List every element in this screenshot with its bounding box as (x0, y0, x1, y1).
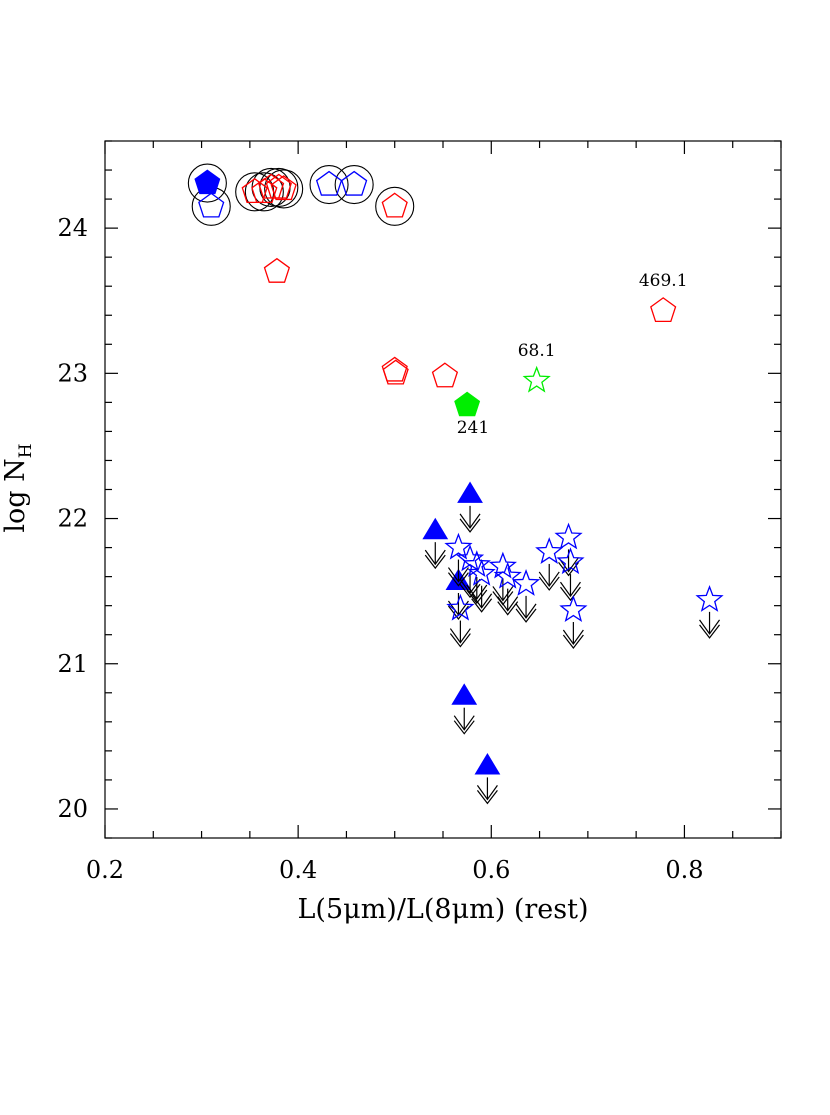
marker-group (194, 169, 724, 805)
pentagon-point (315, 170, 343, 196)
y-tick-label: 23 (57, 359, 88, 387)
highlight-circle (375, 186, 415, 226)
star-point (535, 537, 564, 564)
pentagon-point (198, 192, 225, 218)
star-point (522, 365, 551, 393)
upper-limit-arrowhead (699, 619, 721, 635)
star-point (554, 522, 583, 550)
upper-limit-arrowhead (559, 581, 581, 598)
x-tick-label: 0.2 (86, 856, 124, 884)
point-annotation: 469.1 (639, 271, 688, 291)
x-axis-title: L(5μm)/L(8μm) (rest) (298, 894, 589, 925)
star-point (462, 550, 491, 578)
y-tick-label: 21 (57, 650, 88, 678)
annotations: 469.1 68.1 241 (457, 271, 688, 438)
upper-limit-arrowhead (699, 624, 721, 639)
upper-limit-arrowhead (447, 567, 469, 583)
pentagon-point (381, 356, 408, 382)
pentagon-point (270, 175, 297, 201)
upper-limit-arrowhead (538, 576, 560, 591)
upper-limit-arrowhead (447, 572, 469, 587)
y-axis-title-main: log N (0, 458, 31, 532)
x-tick-label: 0.4 (279, 856, 317, 884)
highlight-circles (187, 163, 415, 226)
star-point (493, 561, 522, 589)
star-point (695, 585, 724, 612)
pentagon-point (265, 173, 292, 199)
upper-limit-arrowhead (476, 790, 498, 805)
upper-limit-arrowhead (453, 715, 475, 731)
pentagon-point (263, 257, 291, 283)
star-point (488, 551, 517, 579)
upper-limit-arrowhead (492, 586, 514, 602)
upper-limit-arrowhead (449, 628, 471, 644)
y-axis-title: log NH (0, 443, 36, 532)
upper-limit-arrowhead (459, 518, 481, 533)
upper-limit-arrowhead (449, 633, 471, 648)
triangle-point (422, 517, 449, 540)
upper-limit-arrowhead (558, 562, 580, 577)
upper-limit-arrowhead (476, 785, 498, 801)
upper-limit-arrowhead (497, 601, 519, 616)
upper-limit-arrowhead (562, 629, 584, 646)
point-annotation: 241 (457, 418, 489, 438)
pentagon-point (431, 362, 459, 388)
pentagon-point (241, 178, 268, 203)
y-tick-label: 20 (57, 795, 88, 823)
data-points (187, 163, 724, 805)
star-point (511, 569, 541, 596)
pentagon-point (382, 359, 409, 385)
star-point (446, 593, 475, 621)
pentagon-point (341, 170, 368, 196)
upper-limit-arrowhead (424, 554, 446, 570)
triangle-point (474, 753, 501, 775)
star-point (467, 558, 496, 586)
star-point (444, 532, 473, 560)
triangle-point (451, 683, 478, 705)
upper-limit-arrowhead (515, 608, 537, 623)
pentagon-filled-point (194, 169, 221, 195)
y-tick-label: 22 (57, 505, 88, 533)
highlight-circle (187, 163, 227, 203)
highlight-circle (264, 169, 304, 209)
upper-limit-arrowhead (466, 589, 488, 604)
axis-ticks: 0.2 0.4 0.6 0.8 20 21 22 23 24 (57, 140, 782, 884)
x-tick-label: 0.6 (472, 856, 510, 884)
upper-limit-arrowhead (459, 513, 481, 529)
triangle-point (457, 481, 483, 503)
star-point (556, 547, 585, 575)
highlight-circle (309, 165, 349, 205)
upper-limit-arrowhead (424, 549, 446, 566)
upper-limit-arrowhead (558, 557, 580, 573)
upper-limit-arrowhead (538, 571, 560, 587)
upper-limit-arrowhead (562, 634, 584, 650)
x-tick-label: 0.8 (665, 856, 703, 884)
pentagon-filled-point (454, 391, 481, 417)
upper-limit-arrowhead (559, 586, 581, 602)
plot-frame (104, 140, 782, 839)
pentagon-point (650, 297, 677, 323)
pentagon-point (251, 178, 278, 203)
highlight-circle (334, 165, 374, 205)
upper-limit-arrowhead (453, 720, 475, 735)
y-axis-title-sub: H (16, 443, 36, 458)
upper-limit-arrowhead (471, 598, 493, 613)
pentagon-point (381, 192, 408, 218)
upper-limit-arrowhead (515, 603, 537, 619)
upper-limit-arrowhead (466, 584, 488, 601)
highlight-circle (244, 172, 284, 212)
upper-limit-arrowhead (471, 593, 493, 609)
y-tick-label: 24 (57, 214, 88, 242)
y-axis-title-group: log NH (0, 443, 36, 532)
point-annotation: 68.1 (518, 341, 556, 361)
upper-limit-arrowhead (497, 596, 519, 612)
star-point (559, 595, 588, 623)
